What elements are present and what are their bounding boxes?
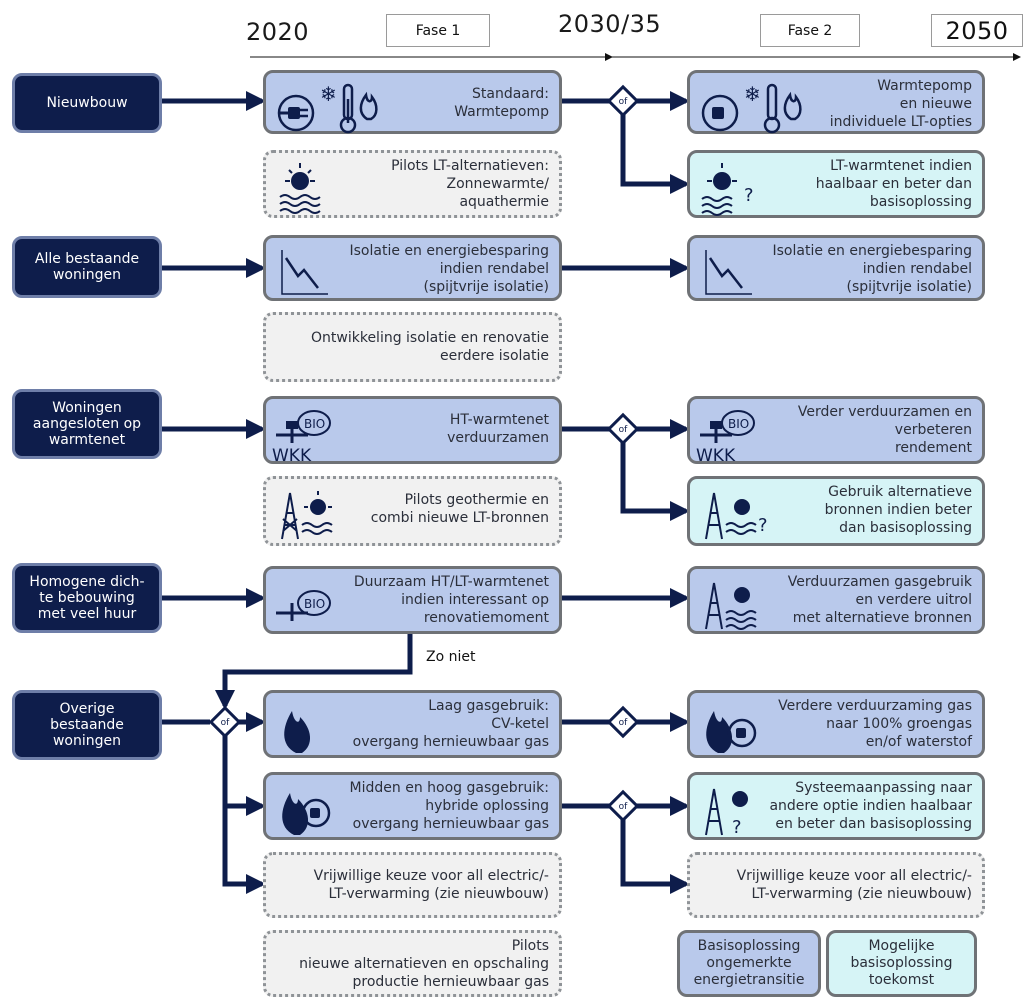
box-isolatie-fase1: Isolatie en energiebesparing indien rend…	[263, 235, 562, 301]
or-label: of	[221, 718, 231, 728]
or-label: of	[619, 97, 629, 107]
snowflake-icon: ❄	[320, 82, 337, 106]
box-systeemaanpassing: ? Systeemaanpassing naar andere optie in…	[687, 772, 985, 840]
plug-icon	[277, 94, 315, 132]
svg-text:?: ?	[758, 515, 768, 536]
bio-plant-icon: BIO	[276, 590, 331, 621]
bio-label: BIO	[304, 417, 325, 431]
box-laag-gasgebruik: Laag gasgebruik: CV-ketel overgang herni…	[263, 690, 562, 758]
box-text: Pilots LT-alternatieven: Zonnewarmte/ aq…	[391, 158, 549, 210]
heatpump-icons: ❄	[277, 82, 378, 134]
zo-niet-label: Zo niet	[426, 649, 476, 665]
box-lt-warmtenet: ? LT-warmtenet indien haalbaar en beter …	[687, 150, 985, 218]
box-isolatie-fase2: Isolatie en energiebesparing indien rend…	[687, 235, 985, 301]
flame-icon	[284, 711, 311, 753]
flame-plug-icon	[282, 793, 331, 835]
box-text: Warmtepomp en nieuwe individuele LT-opti…	[829, 78, 972, 130]
box-text: Standaard: Warmtepomp	[454, 86, 549, 120]
box-nieuwbouw-fase2: ❄ Warmtepomp en nieuwe individuele LT-op…	[687, 70, 985, 134]
box-groengas: Verdere verduurzaming gas naar 100% groe…	[687, 690, 985, 758]
category-bestaande-woningen: Alle bestaande woningen	[12, 236, 162, 298]
pylon-sun-question-icon: ?	[705, 788, 748, 838]
box-text: Laag gasgebruik: CV-ketel overgang herni…	[352, 698, 549, 750]
or-label: of	[619, 425, 629, 435]
year-2050: 2050	[931, 14, 1023, 47]
or-label: of	[619, 718, 629, 728]
box-text: Verduurzamen gasgebruik en verdere uitro…	[787, 574, 972, 626]
year-2020: 2020	[246, 18, 310, 46]
phase-1-label: Fase 1	[386, 14, 490, 47]
svg-text:?: ?	[744, 185, 754, 206]
box-text: Isolatie en energiebesparing indien rend…	[349, 243, 550, 295]
box-text: LT-warmtenet indien haalbaar en beter da…	[815, 158, 972, 210]
box-verder-verduurzamen: BIO WKK Verder verduurzamen en verbetere…	[687, 396, 985, 464]
box-text: Verder verduurzamen en verbeteren rendem…	[797, 404, 972, 456]
box-text: Gebruik alternatieve bronnen indien bete…	[824, 484, 972, 536]
box-midden-hoog-gasgebruik: Midden en hoog gasgebruik: hybride oplos…	[263, 772, 562, 840]
box-text: Vrijwillige keuze voor all electric/- LT…	[313, 868, 549, 902]
category-homogeen: Homogene dich-te bebouwing met veel huur	[12, 563, 162, 633]
chart-decline-icon	[281, 250, 328, 295]
box-ht-warmtenet: BIO WKK HT-warmtenet verduurzamen	[263, 396, 562, 464]
box-pilots-alternatieven: Pilots nieuwe alternatieven en opschalin…	[263, 930, 562, 997]
box-alternatieve-bronnen: ? Gebruik alternatieve bronnen indien be…	[687, 476, 985, 546]
bio-wkk-icon: BIO WKK	[272, 410, 331, 463]
box-text: HT-warmtenet verduurzamen	[447, 412, 549, 446]
category-warmtenet: Woningen aangesloten op warmtenet	[12, 389, 162, 459]
box-text: Systeemaanpassing naar andere optie indi…	[769, 780, 972, 832]
box-text: Midden en hoog gasgebruik: hybride oplos…	[349, 780, 549, 832]
box-ontwikkeling-isolatie: Ontwikkeling isolatie en renovatie eerde…	[263, 312, 562, 382]
box-vrijwillige-keuze-fase2: Vrijwillige keuze voor all electric/- LT…	[687, 852, 985, 918]
legend-mogelijke-basisoplossing: Mogelijke basisoplossing toekomst	[826, 930, 977, 997]
sun-waves-question-icon: ?	[701, 163, 754, 216]
bio-label: BIO	[304, 597, 325, 611]
category-nieuwbouw: Nieuwbouw	[12, 73, 162, 133]
box-vrijwillige-keuze-fase1: Vrijwillige keuze voor all electric/- LT…	[263, 852, 562, 918]
svg-text:?: ?	[732, 817, 742, 838]
box-nieuwbouw-pilot: Pilots LT-alternatieven: Zonnewarmte/ aq…	[263, 150, 562, 218]
legend-basisoplossing: Basisoplossing ongemerkte energietransit…	[677, 930, 821, 997]
box-text: Vrijwillige keuze voor all electric/- LT…	[736, 868, 972, 902]
phase-2-label: Fase 2	[760, 14, 860, 47]
box-pilots-geothermie: Pilots geothermie en combi nieuwe LT-bro…	[263, 476, 562, 546]
chart-decline-icon	[705, 250, 752, 295]
box-text: Verdere verduurzaming gas naar 100% groe…	[778, 698, 972, 750]
box-text: Pilots geothermie en combi nieuwe LT-bro…	[370, 492, 549, 526]
thermometer-icon	[339, 83, 357, 134]
box-text: Pilots nieuwe alternatieven en opschalin…	[299, 938, 549, 990]
flame-plug-icon	[706, 711, 757, 753]
svg-text:❄: ❄	[744, 82, 761, 106]
wkk-label: WKK	[696, 446, 736, 463]
pylon-sun-icon	[281, 491, 333, 540]
box-text: Duurzaam HT/LT-warmtenet indien interess…	[353, 574, 549, 626]
pylon-sun-icon	[705, 582, 757, 630]
box-duurzaam-warmtenet: BIO Duurzaam HT/LT-warmtenet indien inte…	[263, 566, 562, 634]
or-diamonds	[208, 84, 640, 823]
box-verduurzamen-gasgebruik: Verduurzamen gasgebruik en verdere uitro…	[687, 566, 985, 634]
bio-wkk-icon: BIO WKK	[696, 410, 755, 463]
wkk-label: WKK	[272, 446, 312, 463]
sun-waves-icon	[279, 163, 321, 214]
year-2030-35: 2030/35	[558, 10, 662, 38]
or-label: of	[619, 802, 629, 812]
heatpump-icons: ❄	[701, 82, 802, 134]
box-text: Isolatie en energiebesparing indien rend…	[772, 243, 973, 295]
bio-label: BIO	[728, 417, 749, 431]
flame-icon	[359, 91, 378, 121]
pylon-sun-question-icon: ?	[705, 492, 768, 540]
box-text: Ontwikkeling isolatie en renovatie eerde…	[311, 330, 549, 364]
box-nieuwbouw-standaard: ❄ Standaard: Warmtepomp	[263, 70, 562, 134]
category-overige: Overige bestaande woningen	[12, 690, 162, 760]
